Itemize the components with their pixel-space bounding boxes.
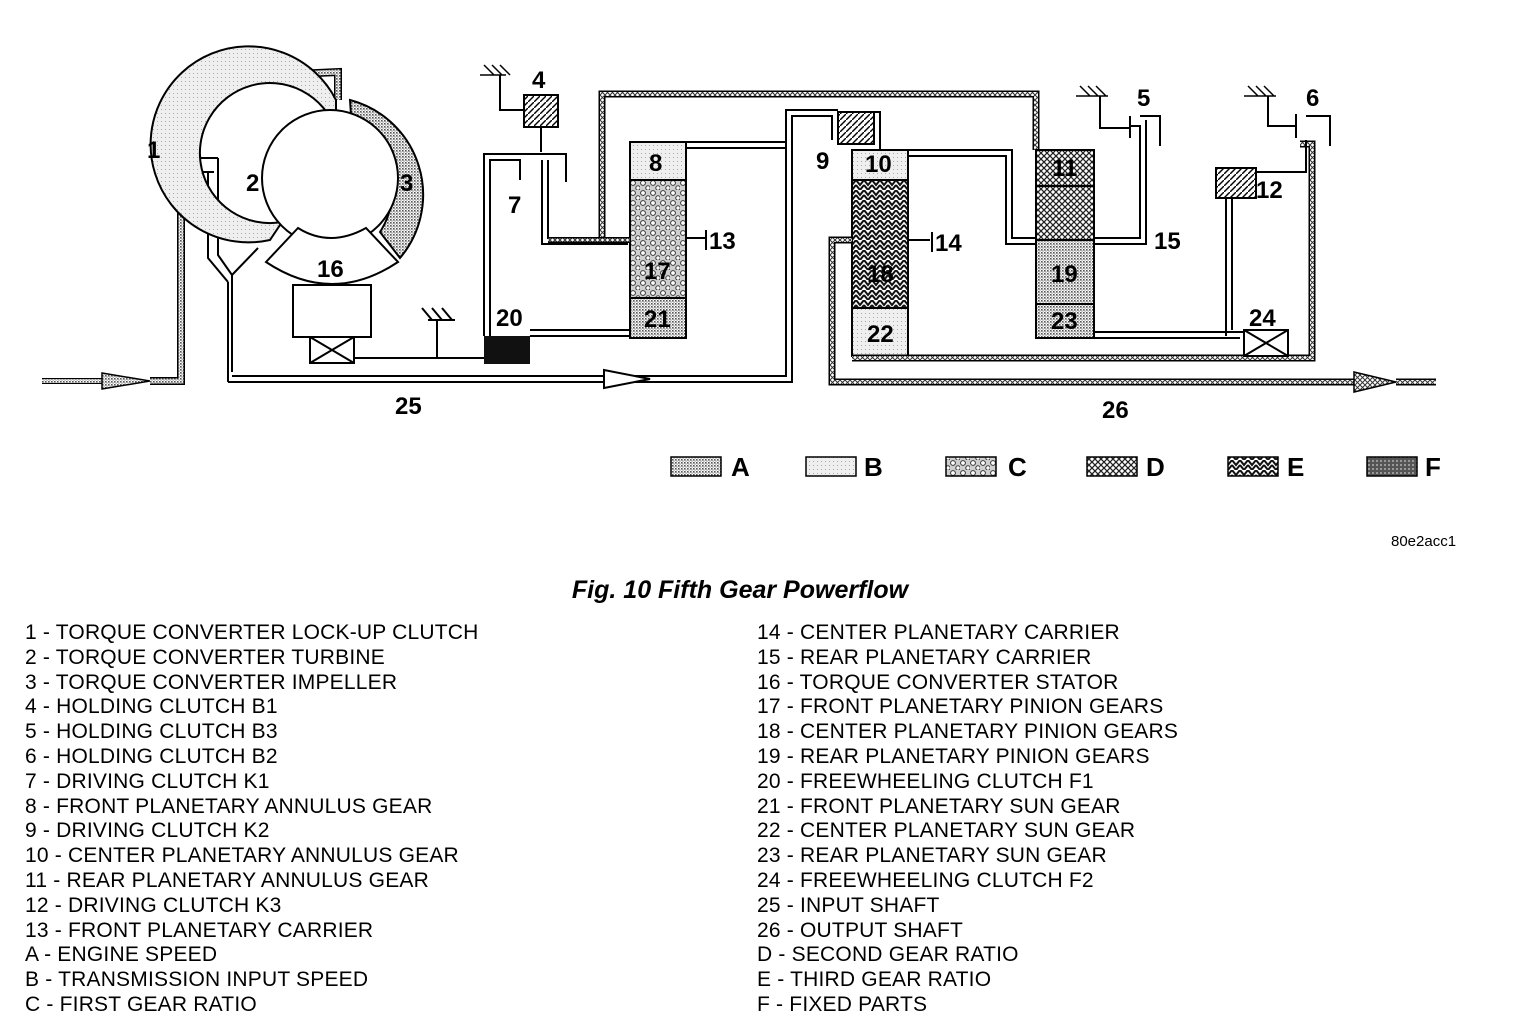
key-item: E - THIRD GEAR RATIO [757,968,992,992]
num-4: 4 [532,67,546,94]
key-item: 17 - FRONT PLANETARY PINION GEARS [757,695,1164,719]
key-item: 19 - REAR PLANETARY PINION GEARS [757,744,1150,768]
num-20: 20 [496,305,523,332]
legend-letter-c: C [1008,452,1027,482]
key-item: 22 - CENTER PLANETARY SUN GEAR [757,819,1136,843]
key-item: 26 - OUTPUT SHAFT [757,918,964,942]
key-item: 2 - TORQUE CONVERTER TURBINE [25,645,385,669]
key-right-column: 14 - CENTER PLANETARY CARRIER 15 - REAR … [757,621,1178,1018]
num-12: 12 [1256,177,1283,204]
key-item: 16 - TORQUE CONVERTER STATOR [757,670,1119,694]
legend-letter-d: D [1146,452,1165,482]
holding-clutch-b1 [480,64,559,152]
key-item: 20 - FREEWHEELING CLUTCH F1 [757,769,1094,793]
num-5: 5 [1137,85,1150,112]
key-item: 18 - CENTER PLANETARY PINION GEARS [757,720,1179,744]
legend-swatch-b [805,456,857,477]
input-shaft-25 [228,109,838,390]
legend-letter-b: B [864,452,883,482]
key-item: 10 - CENTER PLANETARY ANNULUS GEAR [25,844,459,868]
num-15: 15 [1154,228,1181,255]
num-10: 10 [865,151,892,178]
num-9: 9 [816,148,829,175]
holding-clutch-b2 [1244,85,1331,146]
center-planetary [851,149,1036,357]
num-25: 25 [395,393,422,420]
num-6: 6 [1306,85,1319,112]
num-22: 22 [867,321,894,348]
key-item: 11 - REAR PLANETARY ANNULUS GEAR [25,868,429,892]
num-23: 23 [1051,308,1078,335]
stator-support [292,284,484,364]
key-item: 6 - HOLDING CLUTCH B2 [25,744,278,768]
key-item: C - FIRST GEAR RATIO [25,992,257,1016]
num-1: 1 [147,137,160,164]
key-item: 1 - TORQUE CONVERTER LOCK-UP CLUTCH [25,621,479,644]
num-26: 26 [1102,397,1129,424]
holding-clutch-b3 [1076,85,1161,146]
output-shaft [828,140,1436,393]
key-item: 14 - CENTER PLANETARY CARRIER [757,621,1120,644]
legend-swatch-f [1366,456,1418,477]
key-item: A - ENGINE SPEED [25,943,218,967]
num-18: 18 [867,261,894,288]
key-item: 8 - FRONT PLANETARY ANNULUS GEAR [25,794,433,818]
num-7: 7 [508,192,521,219]
key-item: 24 - FREEWHEELING CLUTCH F2 [757,868,1094,892]
num-8: 8 [649,150,662,177]
torque-converter [149,45,425,285]
driving-clutch-k3 [1215,140,1307,357]
key-item: 21 - FRONT PLANETARY SUN GEAR [757,794,1121,818]
legend-swatch-c [945,456,997,477]
figure-caption: Fig. 10 Fifth Gear Powerflow [571,576,909,604]
legend-letter-e: E [1287,452,1304,482]
key-item: B - TRANSMISSION INPUT SPEED [25,968,369,992]
legend-letter-f: F [1425,452,1441,482]
key-item: 23 - REAR PLANETARY SUN GEAR [757,844,1107,868]
key-item: D - SECOND GEAR RATIO [757,943,1019,967]
num-16: 16 [317,256,344,283]
k1-drum [483,153,630,337]
key-item: F - FIXED PARTS [757,992,928,1016]
legend-swatch-e [1227,456,1279,477]
b1-carrier-link [548,90,1040,243]
powerflow-diagram: 1 2 3 4 5 6 7 8 9 10 11 12 13 14 15 16 1… [42,45,1441,482]
num-14: 14 [935,230,962,257]
num-3: 3 [400,170,413,197]
legend-letter-a: A [731,452,750,482]
key-item: 5 - HOLDING CLUTCH B3 [25,720,278,744]
legend-swatch-d [1086,456,1138,477]
key-item: 3 - TORQUE CONVERTER IMPELLER [25,670,398,694]
key-item: 4 - HOLDING CLUTCH B1 [25,695,278,719]
rear-planetary [1035,120,1248,339]
num-17: 17 [644,258,671,285]
figure-code: 80e2acc1 [1391,533,1457,550]
key-item: 25 - INPUT SHAFT [757,893,940,917]
num-11: 11 [1052,155,1077,182]
driving-clutch-k2 [837,111,881,151]
key-item: 12 - DRIVING CLUTCH K3 [25,893,282,917]
key-item: 7 - DRIVING CLUTCH K1 [25,769,270,793]
legend-swatch-a [670,456,722,477]
num-21: 21 [644,306,671,333]
num-24: 24 [1249,305,1276,332]
key-item: 9 - DRIVING CLUTCH K2 [25,819,270,843]
legend: A B C D E F [670,452,1441,482]
num-19: 19 [1051,261,1078,288]
num-13: 13 [709,228,736,255]
part-numbers: 1 2 3 4 5 6 7 8 9 10 11 12 13 14 15 16 1… [147,67,1319,424]
key-item: 13 - FRONT PLANETARY CARRIER [25,918,374,942]
key-item: 15 - REAR PLANETARY CARRIER [757,645,1092,669]
key-left-column: 1 - TORQUE CONVERTER LOCK-UP CLUTCH 2 - … [25,621,479,1018]
freewheel-f1-block [484,336,530,364]
num-2: 2 [246,170,259,197]
